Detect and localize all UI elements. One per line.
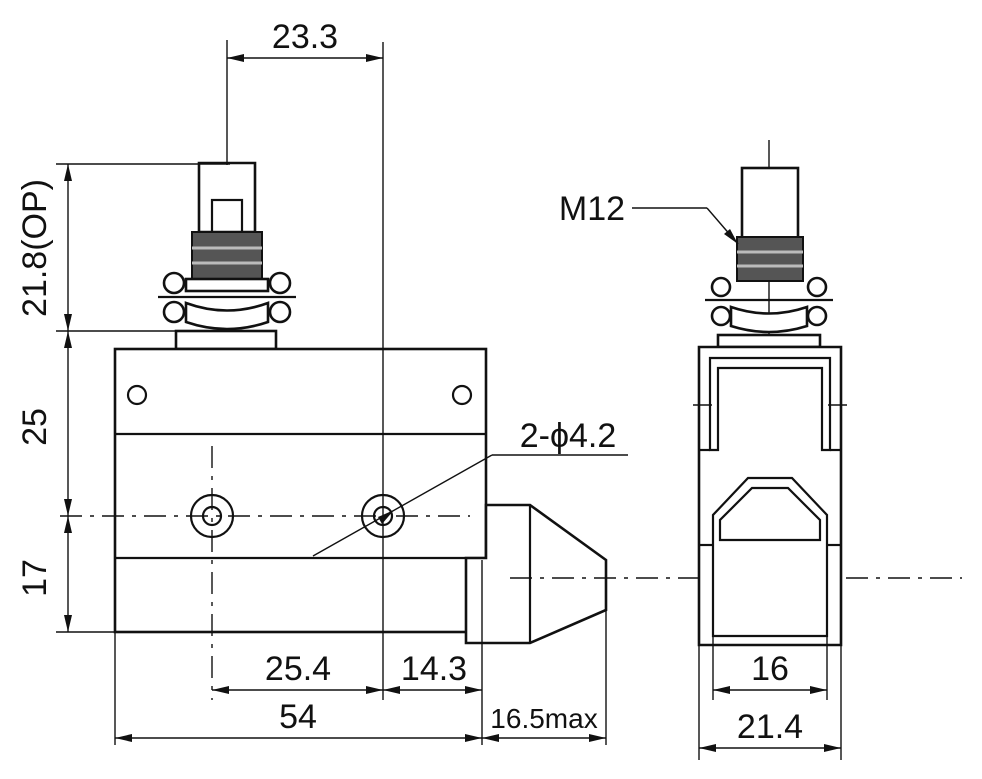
side-actuator <box>464 503 608 645</box>
dim-op: 21.8(OP) <box>16 179 54 317</box>
switch-body <box>113 347 488 634</box>
dim-actuator: 16.5max <box>490 703 597 734</box>
dim-outer: 21.4 <box>737 708 803 746</box>
dim-body-lower: 17 <box>16 559 54 597</box>
dim-inner: 16 <box>751 650 789 688</box>
thread-label: M12 <box>559 190 625 228</box>
side-view: M12 16 21.4 <box>559 140 847 760</box>
dim-body-upper: 25 <box>16 408 54 446</box>
dim-hole-spacing: 25.4 <box>265 650 331 688</box>
plunger <box>158 161 296 351</box>
hole-note: 2-ϕ4.2 <box>520 417 617 455</box>
dim-top: 23.3 <box>272 18 338 56</box>
dim-hole-to-edge: 14.3 <box>401 650 467 688</box>
front-view: 23.3 21.8(OP) 25 17 25.4 14.3 54 16.5max… <box>16 18 962 745</box>
dim-length: 54 <box>279 698 317 736</box>
